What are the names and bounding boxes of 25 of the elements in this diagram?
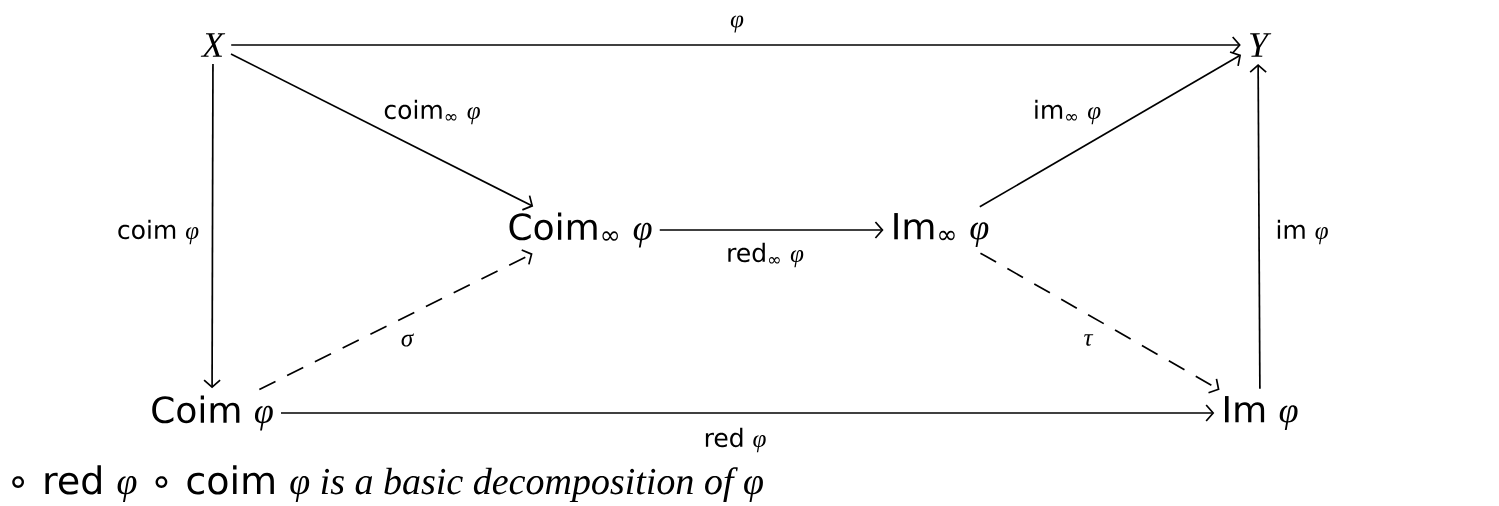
edge-label: coim φ [118, 219, 199, 245]
dashed-arrow [979, 252, 1220, 394]
arrow [280, 404, 1215, 422]
object-label: Im$_{∞}$ φ [894, 213, 989, 247]
arrow [203, 63, 221, 389]
edge-label: σ [401, 333, 414, 347]
edge-label: φ [730, 15, 744, 33]
arrow [230, 53, 534, 211]
edge-label: τ [1084, 334, 1094, 346]
edge-label: red φ [705, 427, 766, 453]
edge-label: im φ [1277, 219, 1328, 245]
object-label: Y [1250, 33, 1272, 57]
edge-label: coim$_{∞}$ φ [384, 99, 480, 125]
arrow [658, 221, 884, 239]
arrow [230, 36, 1241, 54]
object-label: Coim φ [152, 395, 273, 431]
object-label: Coim$_{∞}$ φ [509, 212, 652, 248]
caption-text: ∘ red φ ∘ coim φ is a basic decomposition of φ [12, 465, 763, 503]
edge-label: im$_{∞}$ φ [1035, 99, 1101, 125]
object-label: Im φ [1225, 396, 1298, 430]
dashed-arrow [258, 249, 533, 391]
edge-label: red$_{∞}$ φ [728, 242, 804, 268]
object-label: X [200, 33, 226, 57]
arrow [1249, 64, 1267, 390]
arrow [978, 51, 1242, 208]
